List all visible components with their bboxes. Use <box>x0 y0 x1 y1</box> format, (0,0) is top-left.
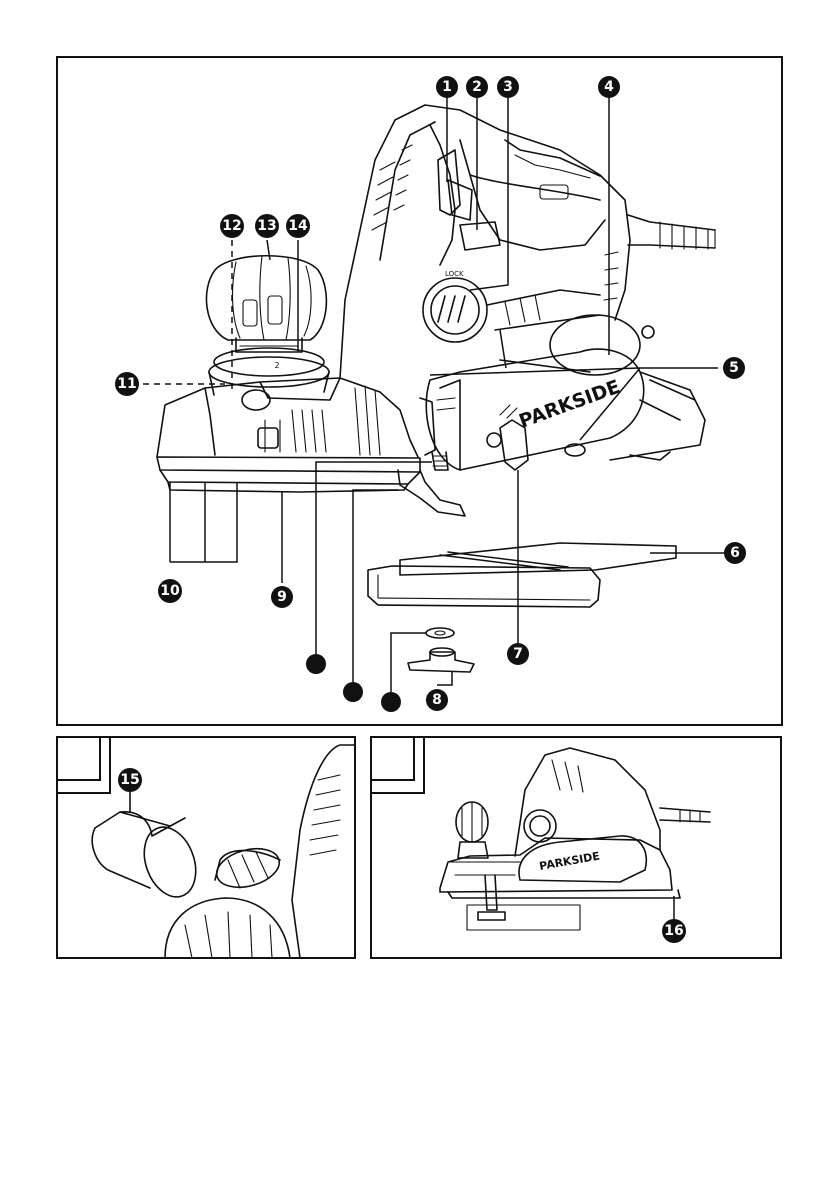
svg-text:2: 2 <box>472 79 482 95</box>
parallel-fence <box>368 543 676 607</box>
wing-nut <box>408 648 474 672</box>
svg-text:1: 1 <box>442 79 452 95</box>
callout-6: 6 <box>724 542 746 564</box>
callout-5: 5 <box>723 357 745 379</box>
callout-13: 13 <box>255 214 279 238</box>
dust-adapter-tube <box>95 812 185 836</box>
panel-a-step <box>57 737 110 793</box>
callout-11: 11 <box>115 372 139 396</box>
chip-ejector <box>423 278 487 342</box>
callout-16: 16 <box>662 919 686 943</box>
callout-1: 1 <box>436 76 458 98</box>
callout-12: 12 <box>220 214 244 238</box>
callout-9: 9 <box>271 586 293 608</box>
svg-text:9: 9 <box>277 589 287 605</box>
washer <box>426 628 454 638</box>
callout-3: 3 <box>497 76 519 98</box>
svg-text:16: 16 <box>664 923 683 939</box>
marker-dot-bracket <box>343 682 363 702</box>
parkside-logo-panel-b: PARKSIDE <box>538 850 601 873</box>
depth-scale-number: 2 <box>274 361 279 370</box>
svg-text:6: 6 <box>730 545 740 561</box>
svg-text:5: 5 <box>729 360 739 376</box>
svg-text:4: 4 <box>604 79 614 95</box>
fence-bracket <box>398 470 465 516</box>
panel-a-label-box <box>57 737 100 780</box>
panel-b-frame <box>371 737 781 958</box>
svg-text:11: 11 <box>117 376 136 392</box>
depth-knob <box>206 256 326 340</box>
svg-text:14: 14 <box>288 218 308 234</box>
parkside-logo-main: PARKSIDE <box>516 376 623 433</box>
panel-b-label-box <box>371 737 414 780</box>
svg-text:10: 10 <box>160 583 180 599</box>
svg-text:12: 12 <box>222 218 241 234</box>
planer-body: 2 LOCK PARKSIDE <box>157 105 715 516</box>
marker-dot-washer <box>381 692 401 712</box>
svg-text:3: 3 <box>503 79 513 95</box>
callout-10: 10 <box>158 579 182 603</box>
callout-7: 7 <box>507 643 529 665</box>
panel-b-drawing: PARKSIDE <box>440 748 710 930</box>
callout-8: 8 <box>426 689 448 711</box>
svg-text:15: 15 <box>120 772 139 788</box>
callout-14: 14 <box>286 214 310 238</box>
svg-text:13: 13 <box>257 218 276 234</box>
panel-b-step <box>371 737 424 793</box>
panel-a-frame <box>57 737 355 958</box>
svg-text:8: 8 <box>432 692 442 708</box>
callout-4: 4 <box>598 76 620 98</box>
marker-dot-fence-screw <box>306 654 326 674</box>
callout-15: 15 <box>118 768 142 792</box>
svg-text:7: 7 <box>513 646 523 662</box>
callout-2: 2 <box>466 76 488 98</box>
lock-label: LOCK <box>445 270 464 278</box>
